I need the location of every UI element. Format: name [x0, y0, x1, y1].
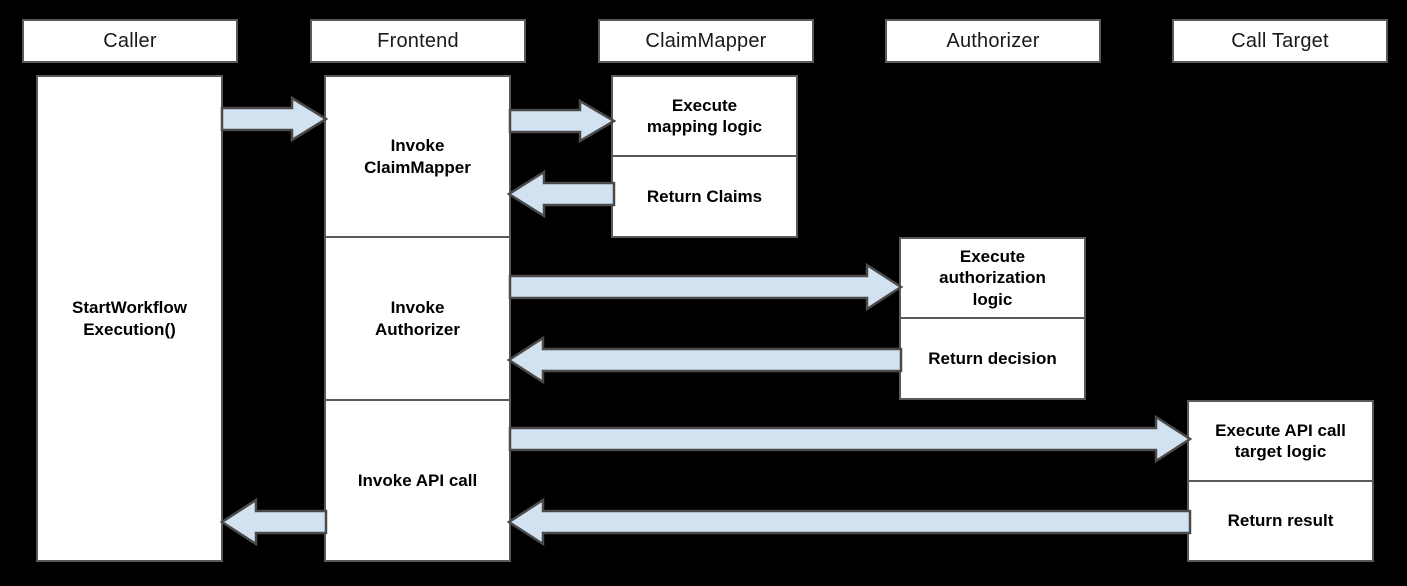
- arrow-calltarget-to-frontend[interactable]: [506, 497, 1192, 547]
- arrow-frontend-to-authorizer[interactable]: [508, 262, 904, 312]
- lane-header-calltarget[interactable]: Call Target: [1172, 19, 1388, 63]
- lane-header-claimmapper[interactable]: ClaimMapper: [598, 19, 814, 63]
- activation-calltarget-return-result-label: Return result: [1227, 511, 1334, 531]
- activation-claimmapper-return-claims[interactable]: Return Claims: [611, 156, 798, 238]
- activation-authorizer-return-decision-label: Return decision: [928, 348, 1057, 368]
- arrow-caller-to-frontend[interactable]: [220, 95, 329, 143]
- lane-header-caller[interactable]: Caller: [22, 19, 238, 63]
- arrow-frontend-to-caller[interactable]: [219, 497, 328, 547]
- arrow-frontend-to-calltarget[interactable]: [508, 414, 1193, 464]
- activation-frontend-invoke-api-call[interactable]: Invoke API call: [324, 400, 511, 562]
- activation-authorizer-return-decision[interactable]: Return decision: [899, 318, 1086, 400]
- lane-header-calltarget-label: Call Target: [1231, 29, 1329, 52]
- lane-header-authorizer[interactable]: Authorizer: [885, 19, 1101, 63]
- lane-header-frontend-label: Frontend: [377, 29, 459, 52]
- lane-header-caller-label: Caller: [103, 29, 157, 52]
- arrow-claimmapper-to-frontend[interactable]: [506, 169, 616, 219]
- arrow-authorizer-to-frontend[interactable]: [506, 335, 903, 385]
- lane-header-claimmapper-label: ClaimMapper: [645, 29, 767, 52]
- activation-claimmapper-return-claims-label: Return Claims: [646, 186, 763, 206]
- arrow-frontend-to-claimmapper[interactable]: [508, 98, 617, 144]
- lane-header-authorizer-label: Authorizer: [946, 29, 1040, 52]
- lane-header-frontend[interactable]: Frontend: [310, 19, 526, 63]
- activation-frontend-invoke-api-call-label: Invoke API call: [357, 470, 478, 490]
- activation-calltarget-return-result[interactable]: Return result: [1187, 481, 1374, 562]
